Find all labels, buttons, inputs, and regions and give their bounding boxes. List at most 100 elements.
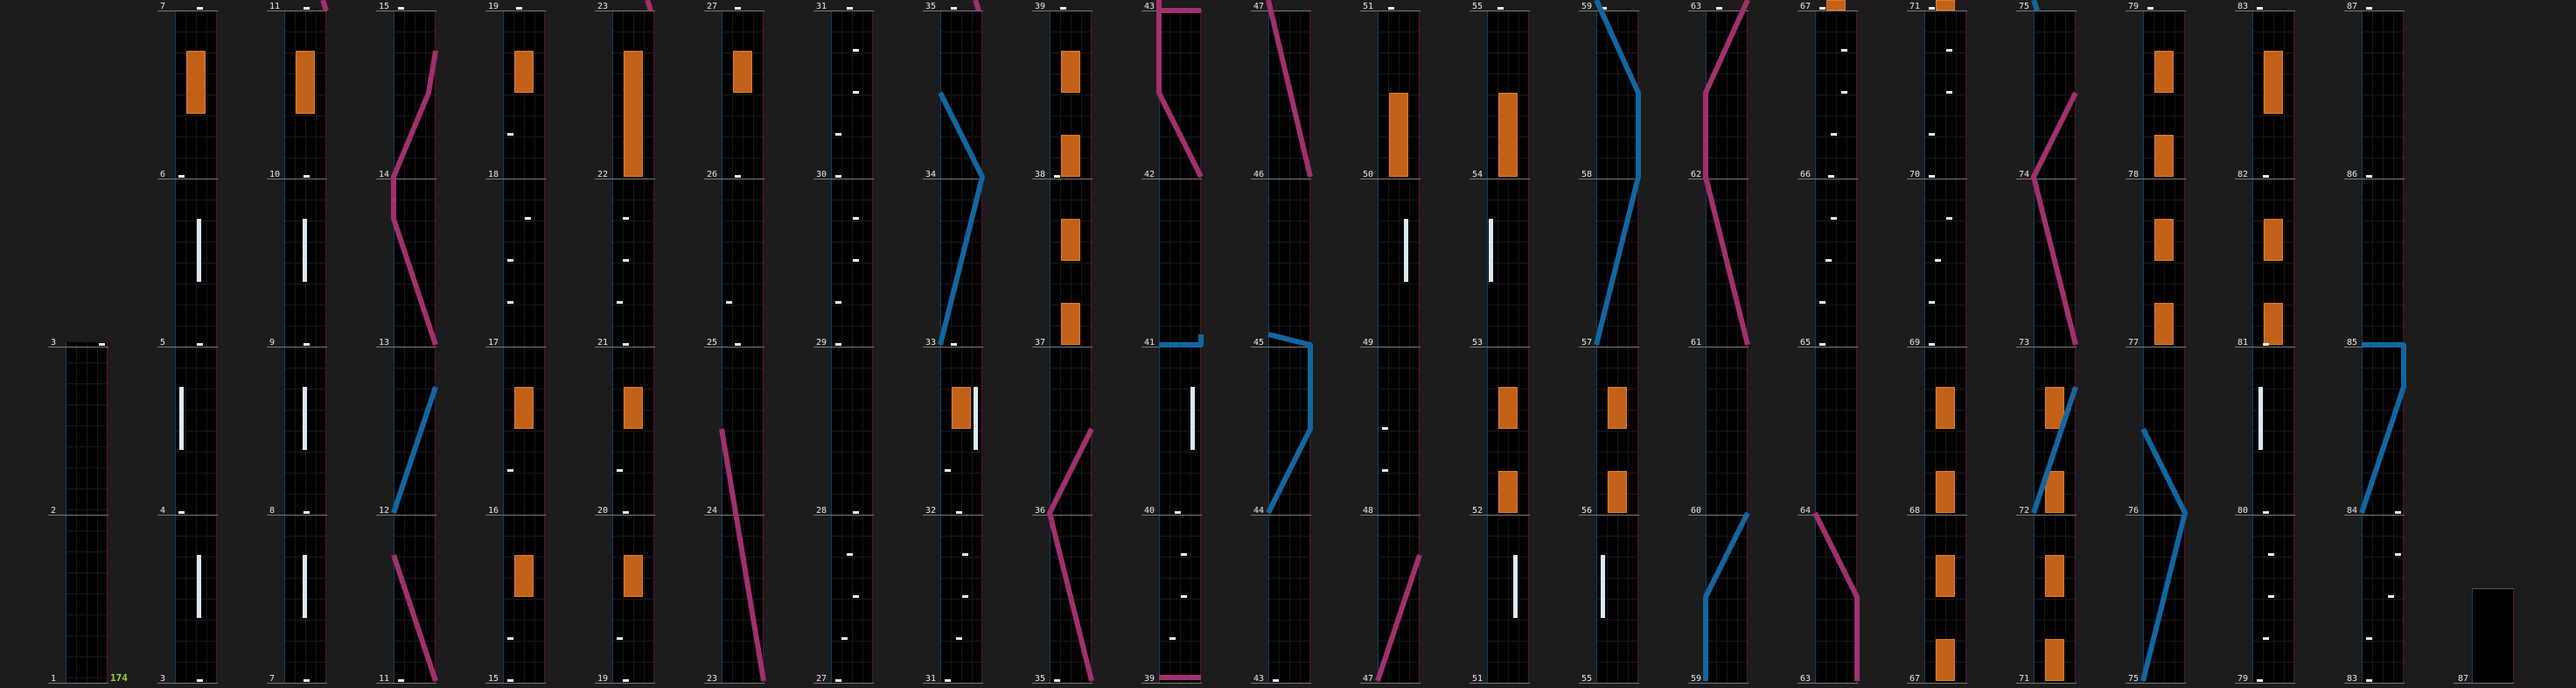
blue-slide[interactable] xyxy=(1594,0,1641,346)
note-marker[interactable] xyxy=(2263,637,2269,640)
pink-slide[interactable] xyxy=(973,0,981,11)
note-marker[interactable] xyxy=(956,637,962,640)
note-marker[interactable] xyxy=(835,175,841,178)
pink-slide[interactable] xyxy=(391,50,438,346)
note-marker[interactable] xyxy=(853,49,859,52)
hold-note[interactable] xyxy=(624,555,643,597)
note-marker[interactable] xyxy=(2366,637,2372,640)
note-marker[interactable] xyxy=(1382,427,1388,430)
note-marker[interactable] xyxy=(847,553,853,556)
note-marker[interactable] xyxy=(1929,301,1935,304)
note-marker[interactable] xyxy=(2147,7,2154,10)
note-marker[interactable] xyxy=(525,217,531,220)
note-marker[interactable] xyxy=(853,595,859,598)
note-marker[interactable] xyxy=(2257,7,2263,10)
note-marker[interactable] xyxy=(853,511,859,514)
note-marker[interactable] xyxy=(178,511,185,514)
tap-note[interactable] xyxy=(197,219,201,282)
note-marker[interactable] xyxy=(1054,175,1060,178)
blue-slide[interactable] xyxy=(2031,0,2040,11)
note-marker[interactable] xyxy=(1716,7,1722,10)
note-marker[interactable] xyxy=(1929,343,1935,346)
hold-note[interactable] xyxy=(2045,471,2064,513)
note-marker[interactable] xyxy=(735,7,741,10)
note-marker[interactable] xyxy=(1060,7,1066,10)
note-marker[interactable] xyxy=(2257,679,2263,682)
blue-slide[interactable] xyxy=(938,91,985,346)
note-marker[interactable] xyxy=(304,175,310,178)
note-marker[interactable] xyxy=(2366,175,2372,178)
note-marker[interactable] xyxy=(2366,679,2372,682)
tap-note[interactable] xyxy=(303,555,307,618)
note-marker[interactable] xyxy=(1831,133,1837,136)
hold-note[interactable] xyxy=(1061,303,1080,345)
note-marker[interactable] xyxy=(847,7,853,10)
hold-note[interactable] xyxy=(1826,0,1846,11)
note-marker[interactable] xyxy=(945,679,951,682)
pink-slide[interactable] xyxy=(719,428,766,682)
note-marker[interactable] xyxy=(623,343,629,346)
note-marker[interactable] xyxy=(623,679,629,682)
hold-note[interactable] xyxy=(1061,219,1080,261)
hold-note[interactable] xyxy=(2264,219,2283,261)
note-marker[interactable] xyxy=(1819,343,1826,346)
note-marker[interactable] xyxy=(853,259,859,262)
pink-slide[interactable] xyxy=(391,554,438,682)
pink-slide[interactable] xyxy=(1812,511,1860,681)
tap-note[interactable] xyxy=(1601,555,1605,618)
note-marker[interactable] xyxy=(735,343,741,346)
note-marker[interactable] xyxy=(304,343,310,346)
note-marker[interactable] xyxy=(1273,679,1279,682)
blue-slide[interactable] xyxy=(1703,511,1750,681)
note-marker[interactable] xyxy=(1828,175,1834,178)
hold-note[interactable] xyxy=(1608,471,1627,513)
note-marker[interactable] xyxy=(623,511,629,514)
note-marker[interactable] xyxy=(956,511,962,514)
note-marker[interactable] xyxy=(398,7,404,10)
note-marker[interactable] xyxy=(1601,7,1607,10)
pink-slide[interactable] xyxy=(1703,0,1750,346)
note-marker[interactable] xyxy=(1946,91,1952,94)
note-marker[interactable] xyxy=(853,91,859,94)
hold-note[interactable] xyxy=(2264,303,2283,345)
note-marker[interactable] xyxy=(516,7,522,10)
note-marker[interactable] xyxy=(1929,175,1935,178)
note-marker[interactable] xyxy=(2263,343,2269,346)
note-marker[interactable] xyxy=(197,679,203,682)
hold-note[interactable] xyxy=(2264,51,2283,114)
hold-note[interactable] xyxy=(1936,639,1955,681)
note-marker[interactable] xyxy=(2395,511,2401,514)
note-marker[interactable] xyxy=(1181,595,1187,598)
hold-note[interactable] xyxy=(2045,555,2064,597)
tap-note[interactable] xyxy=(1513,555,1518,618)
hold-note[interactable] xyxy=(1936,387,1955,429)
hold-note[interactable] xyxy=(1936,471,1955,513)
note-marker[interactable] xyxy=(835,133,841,136)
pink-slide[interactable] xyxy=(320,0,329,11)
hold-note[interactable] xyxy=(1498,471,1518,513)
note-marker[interactable] xyxy=(1054,679,1060,682)
note-marker[interactable] xyxy=(945,469,951,472)
hold-note[interactable] xyxy=(2045,639,2064,681)
note-marker[interactable] xyxy=(1175,511,1181,514)
pink-slide[interactable] xyxy=(1047,427,1094,682)
note-marker[interactable] xyxy=(853,217,859,220)
note-marker[interactable] xyxy=(197,343,203,346)
note-marker[interactable] xyxy=(1946,49,1952,52)
hold-note[interactable] xyxy=(296,51,315,114)
tap-note[interactable] xyxy=(303,219,307,282)
hold-note[interactable] xyxy=(2154,219,2174,261)
note-marker[interactable] xyxy=(304,7,310,10)
tap-note[interactable] xyxy=(2258,387,2263,450)
note-marker[interactable] xyxy=(507,637,513,640)
blue-slide[interactable] xyxy=(1159,334,1204,348)
tap-note[interactable] xyxy=(1190,387,1195,450)
note-marker[interactable] xyxy=(1946,217,1952,220)
note-marker[interactable] xyxy=(2395,553,2401,556)
note-marker[interactable] xyxy=(835,343,841,346)
blue-slide[interactable] xyxy=(1266,332,1313,515)
pink-slide[interactable] xyxy=(2031,91,2078,346)
hold-note[interactable] xyxy=(514,555,534,597)
note-marker[interactable] xyxy=(507,259,513,262)
